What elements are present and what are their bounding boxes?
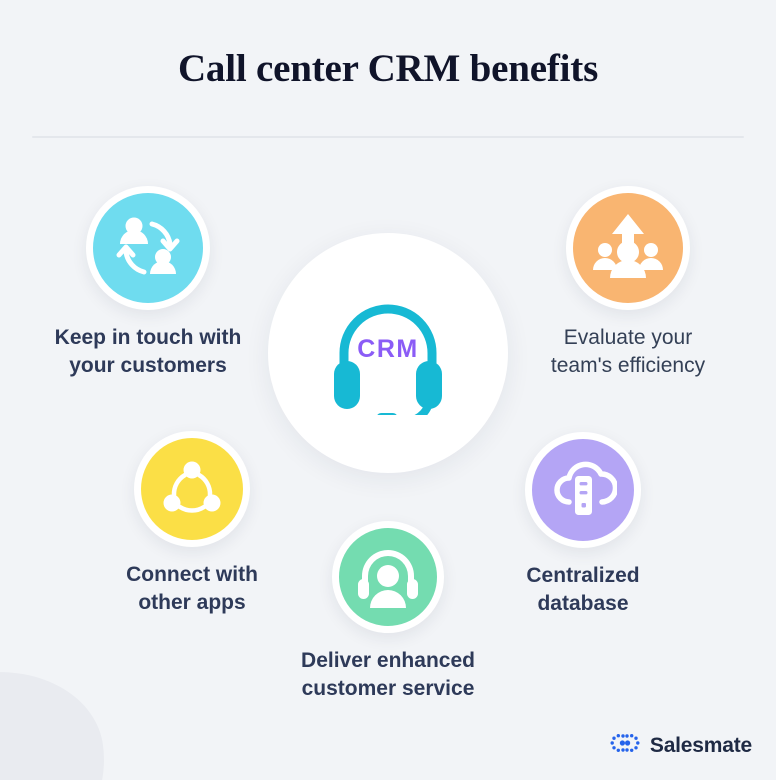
benefit-node-keep-in-touch[interactable]: Keep in touch with your customers: [28, 186, 268, 379]
cloud-database-icon: [549, 458, 617, 522]
benefit-node-centralized-db[interactable]: Centralized database: [464, 432, 702, 617]
benefit-label: Deliver enhanced customer service: [301, 649, 475, 700]
benefit-label: Keep in touch with your customers: [54, 326, 242, 377]
brand-name: Salesmate: [649, 733, 752, 757]
benefit-node-evaluate-team[interactable]: Evaluate your team's efficiency: [508, 186, 748, 379]
benefit-node-deliver-service[interactable]: Deliver enhanced customer service: [268, 521, 508, 702]
support-agent-icon: [356, 546, 420, 608]
salesmate-logo-icon: [609, 733, 641, 758]
benefit-icon-circle: [332, 521, 444, 633]
benefit-label: Connect with other apps: [126, 563, 258, 614]
benefit-label: Evaluate your team's efficiency: [550, 326, 706, 377]
brand-logo[interactable]: Salesmate: [609, 733, 752, 758]
benefit-icon-circle: [566, 186, 690, 310]
hub-label: CRM: [357, 334, 419, 363]
benefit-label: Centralized database: [526, 564, 640, 615]
benefit-icon-circle: [86, 186, 210, 310]
page-title: Call center CRM benefits: [177, 47, 599, 90]
benefit-icon-circle: [525, 432, 641, 548]
title-divider: [32, 136, 744, 138]
team-growth-arrow-icon: [588, 208, 668, 288]
benefit-icon-circle: [134, 431, 250, 547]
headset-icon: [326, 291, 450, 415]
decorative-blob: [0, 657, 118, 780]
people-exchange-icon: [110, 210, 186, 286]
share-nodes-icon: [160, 457, 224, 521]
center-hub: CRM: [268, 233, 508, 473]
benefit-node-connect-apps[interactable]: Connect with other apps: [72, 431, 312, 616]
